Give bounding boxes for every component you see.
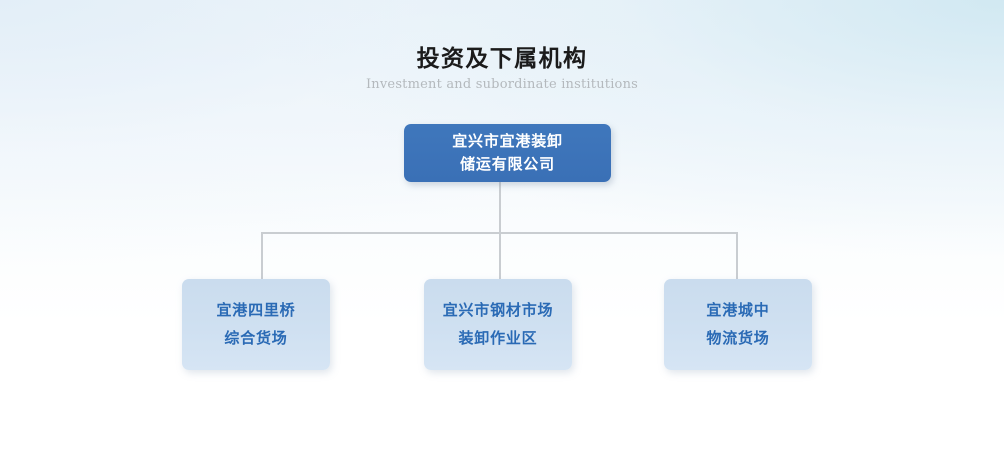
org-node-child-3-line-2: 物流货场 bbox=[706, 329, 770, 347]
org-node-root[interactable]: 宜兴市宜港装卸 储运有限公司 bbox=[404, 124, 611, 182]
org-node-root-line-1: 宜兴市宜港装卸 bbox=[452, 133, 563, 150]
org-node-child-2-line-2: 装卸作业区 bbox=[458, 329, 538, 347]
page-title: 投资及下属机构 bbox=[416, 45, 588, 71]
connector-drop-child-1 bbox=[261, 232, 263, 280]
connector-drop-child-2 bbox=[499, 232, 501, 280]
page-heading: 投资及下属机构 Investment and subordinate insti… bbox=[0, 42, 1004, 94]
org-node-child-1-line-1: 宜港四里桥 bbox=[216, 301, 296, 319]
org-node-root-line-2: 储运有限公司 bbox=[460, 156, 555, 173]
org-node-child-2-line-1: 宜兴市钢材市场 bbox=[442, 301, 554, 319]
org-node-child-2[interactable]: 宜兴市钢材市场 装卸作业区 bbox=[424, 279, 572, 370]
org-node-child-3-line-1: 宜港城中 bbox=[706, 301, 770, 319]
org-node-child-1-line-2: 综合货场 bbox=[224, 329, 288, 347]
connector-root-trunk bbox=[499, 182, 501, 233]
org-node-child-1[interactable]: 宜港四里桥 综合货场 bbox=[182, 279, 330, 370]
org-node-child-3[interactable]: 宜港城中 物流货场 bbox=[664, 279, 812, 370]
page-subtitle: Investment and subordinate institutions bbox=[365, 77, 639, 92]
connector-drop-child-3 bbox=[736, 232, 738, 280]
